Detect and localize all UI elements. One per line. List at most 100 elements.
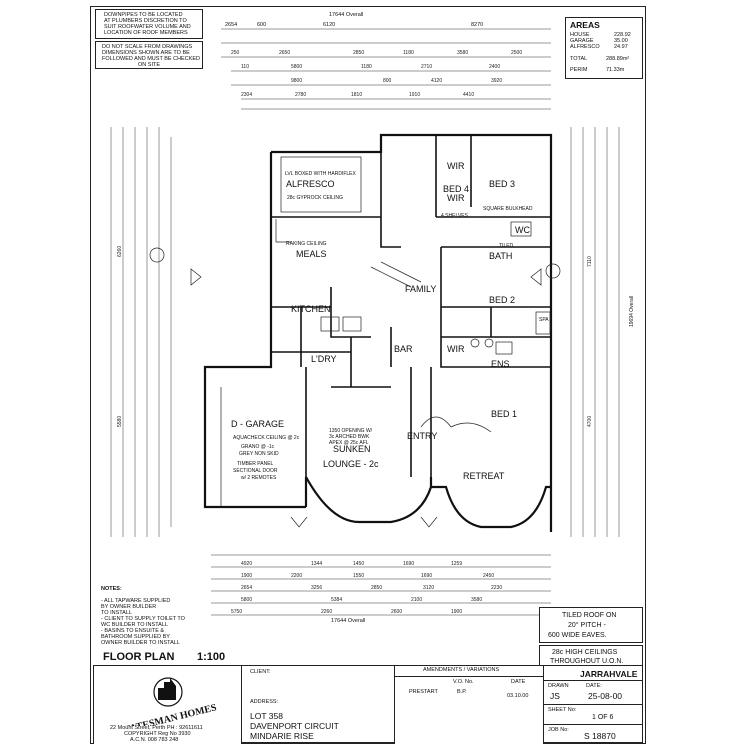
downpipes-note-line: DOWNPIPES TO BE LOCATED <box>104 12 183 18</box>
garage-note: GRANO @ -1c <box>241 444 275 450</box>
svg-text:3580: 3580 <box>457 50 468 56</box>
svg-text:2654: 2654 <box>241 585 252 591</box>
amendments-col-vo: V.O. No. <box>453 679 474 685</box>
svg-text:2400: 2400 <box>489 64 500 70</box>
svg-text:5580: 5580 <box>117 416 123 427</box>
note-line: OWNER BUILDER TO INSTALL <box>101 640 180 646</box>
area-label: TOTAL <box>570 56 588 62</box>
svg-text:250: 250 <box>231 50 240 56</box>
svg-text:3256: 3256 <box>311 585 322 591</box>
room-lounge: LOUNGE - 2c <box>323 459 379 469</box>
area-label: ALFRESCO <box>570 44 600 50</box>
area-label: GARAGE <box>570 38 594 44</box>
garage-note: w/ 2 REMOTES <box>241 475 277 481</box>
date-value: 25-08-00 <box>588 691 623 701</box>
svg-text:2500: 2500 <box>511 50 522 56</box>
roof-note-line: TILED ROOF ON <box>562 612 617 619</box>
client-label: CLIENT: <box>250 669 271 675</box>
top-dimension: 600 <box>257 22 267 28</box>
svg-text:2650: 2650 <box>279 50 290 56</box>
garage-note: TIMBER PANEL <box>237 461 274 467</box>
area-label: PERIM <box>570 67 588 73</box>
svg-text:1690: 1690 <box>403 561 414 567</box>
svg-text:1344: 1344 <box>311 561 322 567</box>
svg-text:2450: 2450 <box>483 573 494 579</box>
alfresco-note: 28c GYPROCK CEILING <box>287 195 343 201</box>
bath-tiled-note: TILED <box>499 243 514 249</box>
areas-box: AREAS HOUSE 228.92 GARAGE 35.00 ALFRESCO… <box>565 17 643 79</box>
amendments-col-date: DATE <box>511 679 526 685</box>
spa-label: SPA <box>539 317 549 323</box>
room-wir: WIR <box>447 161 465 171</box>
note-line: BATHROOM SUPPLIED BY <box>101 634 170 640</box>
amendment-desc: PRESTART <box>409 689 438 695</box>
overall-bottom-dimension: 17644 Overall <box>331 618 366 624</box>
svg-text:4700: 4700 <box>587 416 593 427</box>
svg-text:5800: 5800 <box>291 64 302 70</box>
date-label: DATE: <box>586 683 602 689</box>
roof-note-line: 20° PITCH - <box>568 622 606 629</box>
room-alfresco: ALFRESCO <box>286 179 335 189</box>
bulkhead-note: SQUARE BULKHEAD <box>483 206 533 212</box>
job-label: JOB No: <box>548 727 569 733</box>
svg-text:2304: 2304 <box>241 92 252 98</box>
room-bed1: BED 1 <box>491 409 517 419</box>
room-sunken: SUNKEN <box>333 444 371 454</box>
scale-note-line: FOLLOWED AND MUST BE CHECKED <box>102 56 200 62</box>
downpipes-note-box: DOWNPIPES TO BE LOCATED AT PLUMBERS DISC… <box>95 9 203 39</box>
downpipes-note-line: LOCATION OF ROOF MEMBERS <box>104 30 188 36</box>
scale-note-box: DO NOT SCALE FROM DRAWINGS DIMENSIONS SH… <box>95 41 203 69</box>
svg-text:1900: 1900 <box>451 609 462 615</box>
scale-note-line: DIMENSIONS SHOWN ARE TO BE <box>102 50 190 56</box>
svg-text:4120: 4120 <box>431 78 442 84</box>
amendment-date: 03.10.00 <box>507 693 529 699</box>
room-laundry: L'DRY <box>311 354 337 364</box>
room-ens: ENS <box>491 359 510 369</box>
room-garage: D - GARAGE <box>231 419 284 429</box>
overall-right-dimension: 19694 Overall <box>629 296 635 327</box>
svg-text:2850: 2850 <box>371 585 382 591</box>
room-wir: WIR <box>447 344 465 354</box>
floor-plan-title: FLOOR PLAN <box>103 651 175 663</box>
overall-top-dimension: 17644 Overall <box>329 12 364 18</box>
shelves-note: 4 SHELVES <box>441 213 469 219</box>
amendments-heading: AMENDMENTS / VARIATIONS <box>423 667 500 673</box>
room-bar: BAR <box>394 344 413 354</box>
job-value: S 18870 <box>584 731 616 741</box>
scale-note-line: DO NOT SCALE FROM DRAWINGS <box>102 44 193 50</box>
lounge-note: 1350 OPENING W/ <box>329 428 373 434</box>
room-meals: MEALS <box>296 249 327 259</box>
top-dimension: 8270 <box>471 22 484 28</box>
company-copyright: COPYRIGHT Reg No 3930 <box>124 731 191 737</box>
note-line: BY OWNER BUILDER <box>101 604 157 610</box>
svg-text:1910: 1910 <box>409 92 420 98</box>
roof-note-box: TILED ROOF ON 20° PITCH - 600 WIDE EAVES… <box>539 607 643 643</box>
lounge-note: APEX @ 25c AFL <box>329 440 369 446</box>
svg-text:3580: 3580 <box>471 597 482 603</box>
svg-text:4920: 4920 <box>241 561 252 567</box>
note-line: - CLIENT TO SUPPLY TOILET TO <box>101 616 185 622</box>
svg-text:5800: 5800 <box>241 597 252 603</box>
svg-text:2780: 2780 <box>295 92 306 98</box>
svg-text:2850: 2850 <box>353 50 364 56</box>
room-kitchen: KITCHEN <box>291 304 331 314</box>
room-family: FAMILY <box>405 284 436 294</box>
svg-text:1450: 1450 <box>353 561 364 567</box>
area-value: 71.33m <box>606 67 625 73</box>
garage-note: SECTIONAL DOOR <box>233 468 278 474</box>
svg-text:1550: 1550 <box>353 573 364 579</box>
roof-note-line: 600 WIDE EAVES. <box>548 632 607 639</box>
svg-text:3920: 3920 <box>491 78 502 84</box>
area-value: 35.00 <box>614 38 628 44</box>
ceiling-note-line: THROUGHOUT U.O.N. <box>550 658 624 665</box>
drawn-label: DRAWN <box>548 683 569 689</box>
statesman-logo-icon: STATESMAN HOMES <box>118 677 218 726</box>
area-value: 288.89m² <box>606 56 630 62</box>
note-line: - BASINS TO ENSUITE & <box>101 628 165 634</box>
garage-note: AQUACHECK CEILING @ 2c <box>233 435 300 441</box>
top-dimension: 6120 <box>323 22 336 28</box>
areas-heading: AREAS <box>570 20 600 30</box>
svg-text:110: 110 <box>241 64 249 70</box>
floor-plan-scale: 1:100 <box>197 651 226 663</box>
